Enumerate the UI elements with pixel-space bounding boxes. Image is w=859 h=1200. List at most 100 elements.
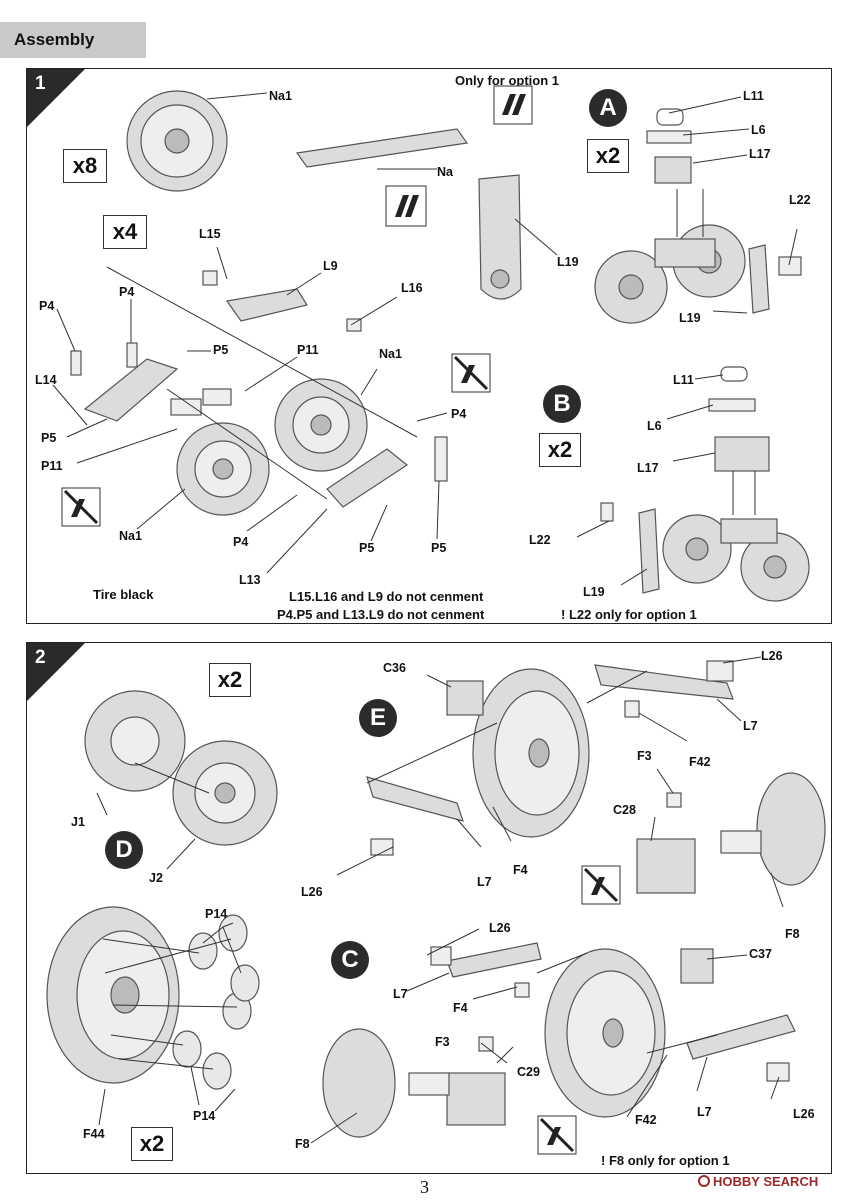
part-label: F4 [453,1001,468,1015]
no-cement-icon [537,1115,577,1155]
part-label: Na [437,165,453,179]
bogie-b-spring [714,436,770,472]
no-cement-icon [451,353,491,393]
part-label: L22 [789,193,811,207]
part-label: P11 [41,459,63,473]
part-label: L14 [35,373,57,387]
part-label: P5 [431,541,447,555]
suspension-arm-left [83,358,179,422]
bogie-a-spring [654,156,692,184]
subassembly-d-badge: D [105,831,143,869]
part-label: F8 [295,1137,310,1151]
part-label: F3 [637,749,652,763]
part-label: F8 [785,927,800,941]
part-label: L7 [697,1105,712,1119]
suspension-arm-top [225,288,308,322]
cement-note-2: P4.P5 and L13.L9 do not cenment [277,607,485,622]
part-label: L26 [793,1107,815,1121]
part-label: L11 [673,373,694,387]
part-label: L17 [637,461,659,475]
idler-wheel-f8-c-part [322,1028,396,1138]
multiplier-idler: x2 [131,1127,173,1161]
step-corner [27,69,85,127]
step-2-illustration [46,656,826,1144]
part-label: C28 [613,803,636,817]
step-number: 1 [35,73,46,94]
page-title: Assembly [0,22,146,58]
step-1-panel: 1 [26,68,832,624]
part-label: L26 [301,885,323,899]
part-label: F44 [83,1127,105,1141]
watermark-text: HOBBY SEARCH [713,1174,819,1189]
no-cement-icon [581,865,621,905]
subassembly-a-badge: A [589,89,627,127]
multiplier-wheel: x8 [63,149,107,183]
part-label: F42 [689,755,711,769]
part-label: L19 [679,311,701,325]
subassembly-c-badge: C [331,941,369,979]
part-label: Na1 [379,347,402,361]
part-label: L7 [477,875,492,889]
part-label: F42 [635,1113,657,1127]
rubber-strip-part [295,128,469,168]
watermark-logo-icon [698,1175,710,1187]
part-label: P5 [359,541,375,555]
bogie-b-plate [638,508,660,594]
bogie-b-arm [720,518,778,544]
tire-color-note: Tire black [93,587,154,602]
f8-option-note: ! F8 only for option 1 [601,1153,730,1168]
part-label: P4 [233,535,249,549]
gearbox-c28-part [636,838,696,894]
part-label: L13 [239,573,261,587]
arm-l7-e1-part [594,664,734,700]
part-label: P4 [39,299,55,313]
multiplier-sprocket: x2 [209,663,251,697]
part-label: C37 [749,947,772,961]
multiplier-b: x2 [539,433,581,467]
idler-wheel-f8-e-part [756,772,826,886]
bogie-a-plate [748,244,770,314]
part-label: P4 [119,285,135,299]
part-label: L26 [761,649,783,663]
part-label: F3 [435,1035,450,1049]
multiplier-suspension: x4 [103,215,147,249]
subassembly-e-badge: E [359,699,397,737]
part-label: L19 [557,255,579,269]
step-number: 2 [35,647,46,668]
multiplier-a: x2 [587,139,629,173]
part-label: P14 [193,1109,216,1123]
step-2-panel: 2 [26,642,832,1174]
part-label: Na1 [269,89,292,103]
part-label: P11 [297,343,319,357]
part-label: P4 [451,407,467,421]
part-label: J2 [149,871,163,885]
arm-l7-e2-part [366,776,464,822]
subassembly-b-badge: B [543,385,581,423]
part-label: L9 [323,259,338,273]
option-note: Only for option 1 [455,73,559,88]
part-label: L7 [743,719,758,733]
step-corner [27,643,85,701]
part-label: L6 [751,123,766,137]
part-label: J1 [71,815,85,829]
arm-l7-c1-part [446,942,542,978]
part-label: L16 [401,281,423,295]
part-label: L22 [529,533,551,547]
part-label: L11 [743,89,764,103]
cement-icon [385,185,427,227]
part-label: L15 [199,227,221,241]
suspension-arm-right [326,448,409,508]
option-plate-part [478,174,522,300]
page-number: 3 [420,1177,429,1197]
part-label: L19 [583,585,605,599]
no-cement-icon [61,487,101,527]
part-label: C29 [517,1065,540,1079]
part-label: L17 [749,147,771,161]
part-label: L6 [647,419,662,433]
part-label: P5 [41,431,57,445]
part-label: F4 [513,863,528,877]
part-label: L26 [489,921,511,935]
step-1-illustration [52,90,810,602]
cement-note-1: L15.L16 and L9 do not cenment [289,589,484,604]
part-label: Na1 [119,529,142,543]
